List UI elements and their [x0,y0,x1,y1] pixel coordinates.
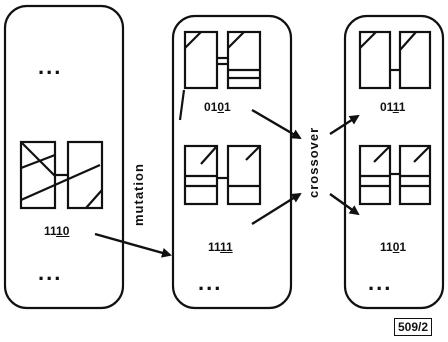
right-lower-label: 1101 [380,240,406,254]
mutation-arrow [95,234,170,255]
crossover-label: crossover [306,127,321,198]
middle-upper-label: 0101 [204,100,231,114]
right-bottom-dots: ... [368,278,392,288]
left-panel [5,6,123,308]
left-organism-label: 1110 [44,224,69,238]
left-organism [21,142,102,208]
left-bottom-dots: ... [38,268,62,278]
right-upper-label: 0111 [380,100,405,114]
middle-lower-label: 1111 [208,240,233,254]
arrow-middle-upper-to-crossover [252,110,300,138]
right-lower-organism [360,146,430,204]
middle-lower-organism [185,146,260,204]
left-top-dots: ... [38,62,62,72]
figure-reference: 509/2 [394,318,432,336]
mutation-label: mutation [131,163,146,226]
right-upper-organism [360,32,430,88]
middle-panel [173,16,291,308]
middle-bottom-dots: ... [198,278,222,288]
